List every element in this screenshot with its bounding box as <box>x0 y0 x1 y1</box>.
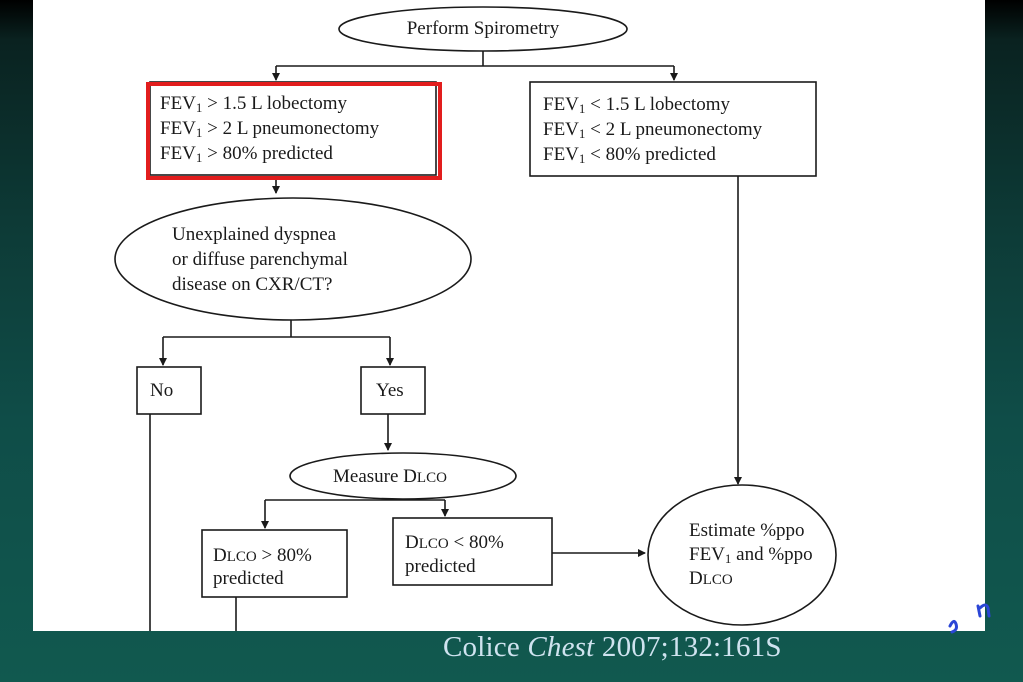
poor-fev-line2: FEV1 < 2 L pneumonectomy <box>543 119 763 141</box>
pen-scribble-annotation <box>948 603 991 634</box>
dlco-high-box <box>201 529 348 598</box>
poor-fev-line1: FEV1 < 1.5 L lobectomy <box>543 94 730 116</box>
dlco-high-line1: DLCO > 80% <box>213 545 312 566</box>
no-label: No <box>150 380 174 401</box>
dlco-low-box <box>392 517 553 586</box>
yes-box <box>360 366 426 415</box>
good-fev-line3: FEV1 > 80% predicted <box>160 143 333 165</box>
good-fev-line1: FEV1 > 1.5 L lobectomy <box>160 93 347 115</box>
measure-dlco-ellipse <box>289 452 517 500</box>
highlight-frame <box>146 82 442 180</box>
estimate-line2: FEV1 and %ppo <box>689 544 813 566</box>
dyspnea-line3: disease on CXR/CT? <box>172 274 333 295</box>
dlco-high-line2: predicted <box>213 568 284 589</box>
yes-label: Yes <box>376 380 404 401</box>
estimate-line3: DLCO <box>689 568 733 589</box>
flowchart-panel: Perform Spirometry FEV1 > 1.5 L lobectom… <box>33 0 985 631</box>
poor-fev-box <box>529 81 817 177</box>
citation: Colice Chest 2007;132:161S <box>443 631 782 663</box>
estimate-ellipse <box>647 484 837 626</box>
good-fev-line2: FEV1 > 2 L pneumonectomy <box>160 118 380 140</box>
measure-dlco-label: Measure DLCO <box>333 466 447 487</box>
poor-fev-line3: FEV1 < 80% predicted <box>543 144 716 166</box>
dlco-low-line2: predicted <box>405 556 476 577</box>
dlco-low-line1: DLCO < 80% <box>405 532 504 553</box>
no-box <box>136 366 202 415</box>
dyspnea-line1: Unexplained dyspnea <box>172 224 337 245</box>
start-node-label: Perform Spirometry <box>406 18 560 39</box>
flowchart-lines <box>114 6 837 631</box>
estimate-line1: Estimate %ppo <box>689 520 805 541</box>
dyspnea-line2: or diffuse parenchymal <box>172 249 348 270</box>
dyspnea-ellipse <box>114 197 472 321</box>
